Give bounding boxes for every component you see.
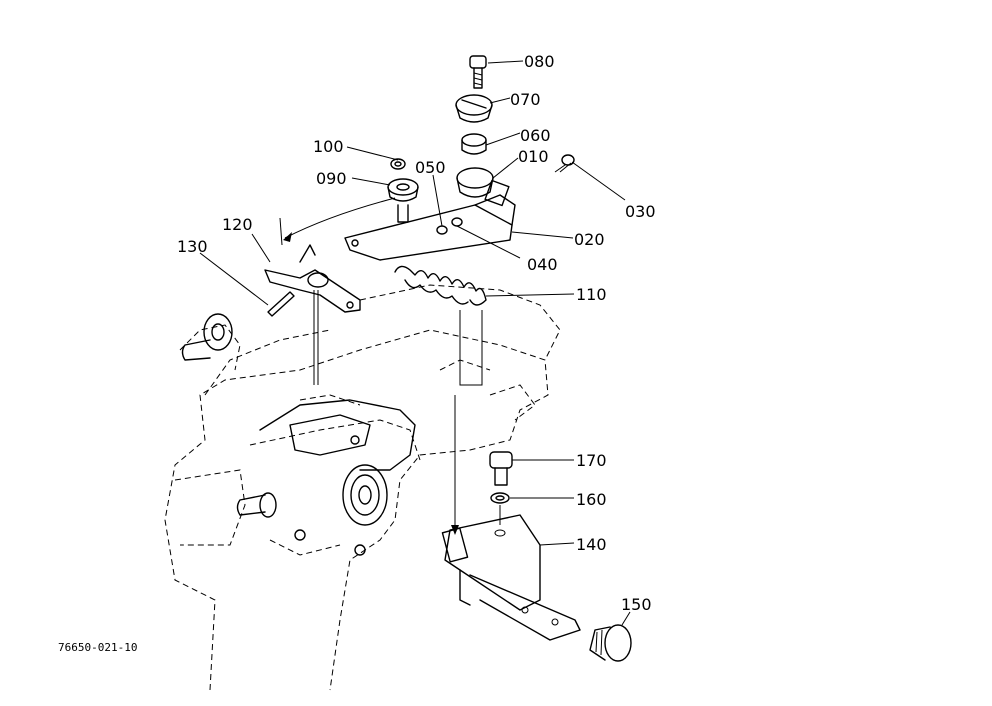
callout-010: 010: [518, 147, 549, 166]
screw-170: [489, 451, 513, 486]
washer-160: [490, 492, 510, 537]
nut-040: [451, 217, 463, 227]
callout-060: 060: [520, 126, 551, 145]
spring-110: [394, 265, 487, 306]
callout-170: 170: [576, 451, 607, 470]
screw-030: [554, 154, 575, 173]
ring-060: [461, 133, 487, 155]
callout-130: 130: [177, 237, 208, 256]
governor-plate: [344, 179, 516, 261]
pump-housing: [259, 399, 416, 556]
figure-code: 76650-021-10: [58, 641, 137, 654]
leader-lines: [199, 60, 631, 626]
lever-120: [264, 244, 361, 313]
callout-150: 150: [621, 595, 652, 614]
left-shaft: [181, 313, 233, 361]
callout-040: 040: [527, 255, 558, 274]
lower-left-shaft: [236, 492, 277, 518]
callout-100: 100: [313, 137, 344, 156]
callout-140: 140: [576, 535, 607, 554]
callout-090: 090: [316, 169, 347, 188]
bolt-080: [469, 55, 487, 89]
callout-030: 030: [625, 202, 656, 221]
callout-020: 020: [574, 230, 605, 249]
callout-070: 070: [510, 90, 541, 109]
washer-100: [390, 158, 406, 170]
bearing-090: [387, 178, 419, 223]
callout-120: 120: [222, 215, 253, 234]
engine-body-outline: [164, 284, 561, 691]
knob-070: [455, 94, 493, 123]
callout-050: 050: [415, 158, 446, 177]
linkage-rod: [313, 290, 483, 535]
nut-050: [436, 225, 448, 235]
callout-080: 080: [524, 52, 555, 71]
callout-160: 160: [576, 490, 607, 509]
bolt-150: [589, 624, 632, 662]
disc-cover: [342, 464, 388, 526]
bracket-140: [441, 514, 581, 641]
pin-130: [267, 291, 295, 317]
assembly-arrow: [279, 197, 396, 246]
callout-110: 110: [576, 285, 607, 304]
